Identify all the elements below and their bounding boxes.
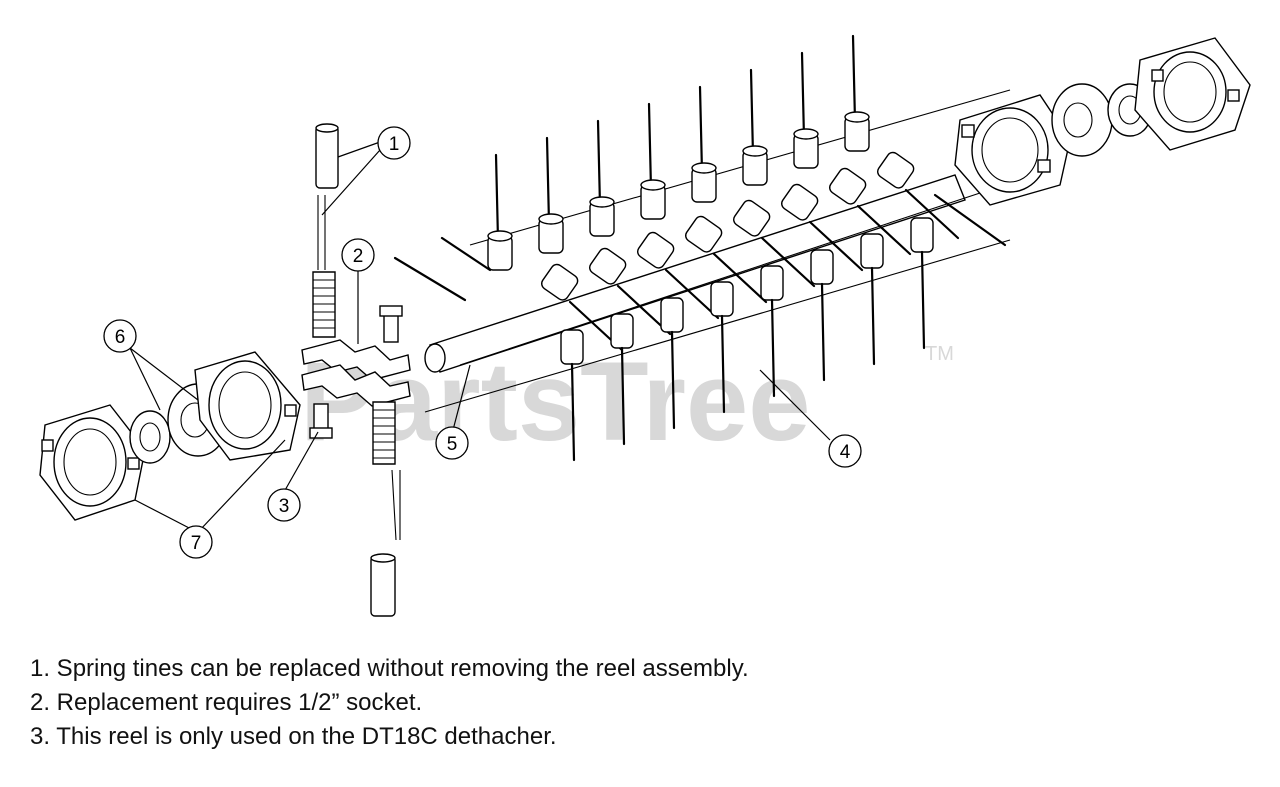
- tine-holder-top: [793, 128, 819, 140]
- lower-tine: [670, 330, 676, 430]
- tine-holder-top: [691, 162, 717, 174]
- tine-holder: [860, 233, 884, 269]
- lower-tine: [870, 266, 876, 366]
- notes-list: 1. Spring tines can be replaced without …: [30, 652, 1030, 754]
- svg-text:2: 2: [353, 246, 364, 267]
- callout-1: 1: [377, 126, 411, 160]
- callout-7: 7: [179, 525, 213, 559]
- svg-text:3: 3: [279, 496, 290, 517]
- lower-tine: [770, 298, 776, 398]
- upper-tine: [545, 136, 551, 225]
- lower-tine: [820, 282, 826, 382]
- lower-tine: [620, 346, 626, 446]
- callout-5: 5: [435, 426, 469, 460]
- angled-tine: [904, 188, 960, 240]
- svg-text:6: 6: [115, 327, 126, 348]
- left-bearing-group: [39, 351, 301, 521]
- upper-tine: [596, 119, 602, 208]
- tine-holder: [810, 249, 834, 285]
- upper-tine: [749, 68, 755, 157]
- side-tine: [393, 256, 467, 302]
- tine-holder: [541, 263, 579, 301]
- tine-holder: [589, 247, 627, 285]
- tine-holder-top: [742, 145, 768, 157]
- callout-4: 4: [828, 434, 862, 468]
- lower-tine: [920, 250, 926, 350]
- tine-holder: [760, 265, 784, 301]
- tine-holder: [733, 199, 771, 237]
- spring-tine-rows: [393, 34, 1007, 462]
- right-bearing-group: [954, 37, 1251, 206]
- side-tine: [440, 236, 492, 272]
- exploded-spring-tine: [301, 123, 411, 617]
- note-1: 1. Spring tines can be replaced without …: [30, 655, 749, 682]
- upper-tine: [494, 153, 500, 242]
- angled-tine: [808, 220, 864, 272]
- angled-tine: [712, 252, 768, 304]
- tine-holder: [710, 281, 734, 317]
- tine-holder-top: [640, 179, 666, 191]
- tine-holder-top: [487, 230, 513, 242]
- lower-tine: [570, 362, 576, 462]
- upper-tine: [647, 102, 653, 191]
- tine-holder: [781, 183, 819, 221]
- tine-holder-top: [589, 196, 615, 208]
- upper-tine: [851, 34, 857, 123]
- tine-holder-top: [844, 111, 870, 123]
- svg-text:5: 5: [447, 434, 458, 455]
- angled-tine: [664, 268, 720, 320]
- side-tine: [933, 193, 1007, 247]
- svg-text:4: 4: [840, 442, 851, 463]
- upper-tine: [800, 51, 806, 140]
- watermark-trademark: TM: [925, 343, 954, 365]
- callout-3: 3: [267, 488, 301, 522]
- tine-holder: [560, 329, 584, 365]
- callout-6: 6: [103, 319, 137, 353]
- tine-holder: [637, 231, 675, 269]
- note-3: 3. This reel is only used on the DT18C d…: [30, 723, 557, 750]
- tine-holder: [829, 167, 867, 205]
- tine-holder: [685, 215, 723, 253]
- angled-tine: [760, 236, 816, 288]
- tine-holder: [910, 217, 934, 253]
- lower-tine: [720, 314, 726, 414]
- tine-holder-top: [538, 213, 564, 225]
- tine-holder: [660, 297, 684, 333]
- callout-2: 2: [341, 238, 375, 272]
- tine-holder: [877, 151, 915, 189]
- svg-text:1: 1: [389, 134, 400, 155]
- upper-tine: [698, 85, 704, 174]
- note-2: 2. Replacement requires 1/2” socket.: [30, 689, 423, 716]
- tine-holder: [610, 313, 634, 349]
- leader-lines: [129, 141, 831, 531]
- reel-assembly-diagram: PartsTree TM: [39, 34, 1251, 617]
- svg-text:7: 7: [191, 533, 202, 554]
- angled-tine: [856, 204, 912, 256]
